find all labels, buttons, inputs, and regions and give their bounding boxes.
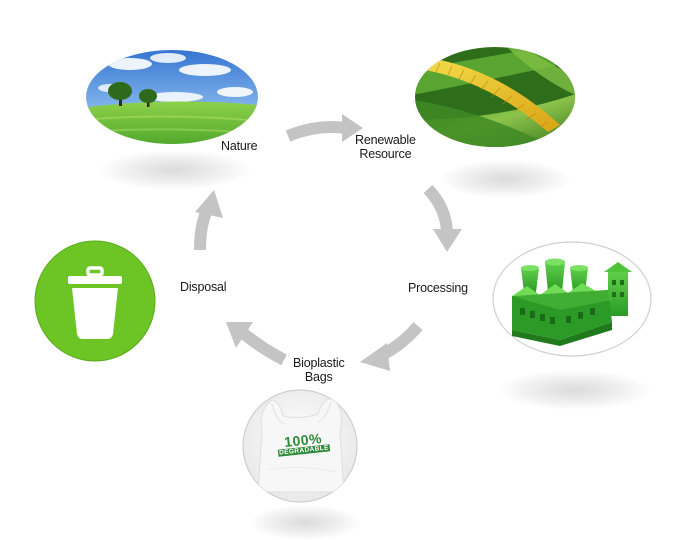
label-processing: Processing [408, 281, 468, 295]
bag-shadow [250, 505, 360, 540]
label-renewable-line2: Resource [359, 147, 412, 161]
label-bags-line2: Bags [304, 370, 333, 384]
trash-can-icon [34, 240, 156, 362]
label-renewable-resource: Renewable Resource [355, 133, 416, 161]
plastic-bag-image [242, 389, 358, 503]
factory-shadow [500, 370, 650, 410]
arrow-processing-to-bags [360, 322, 423, 371]
label-bioplastic-bags: Bioplastic Bags [293, 356, 345, 384]
label-disposal: Disposal [180, 280, 227, 294]
arrow-nature-to-renewable [285, 114, 363, 142]
meadow-image [86, 50, 258, 144]
corn-shadow [440, 160, 570, 198]
label-nature: Nature [221, 139, 258, 153]
arrow-disposal-to-nature [194, 190, 223, 251]
nature-shadow [100, 150, 250, 190]
label-bags-line1: Bioplastic [293, 356, 345, 370]
corn-image [415, 47, 575, 147]
factory-image [492, 241, 652, 357]
arrow-bags-to-disposal [226, 322, 287, 366]
arrow-renewable-to-processing [423, 184, 462, 252]
label-renewable-line1: Renewable [355, 133, 416, 147]
